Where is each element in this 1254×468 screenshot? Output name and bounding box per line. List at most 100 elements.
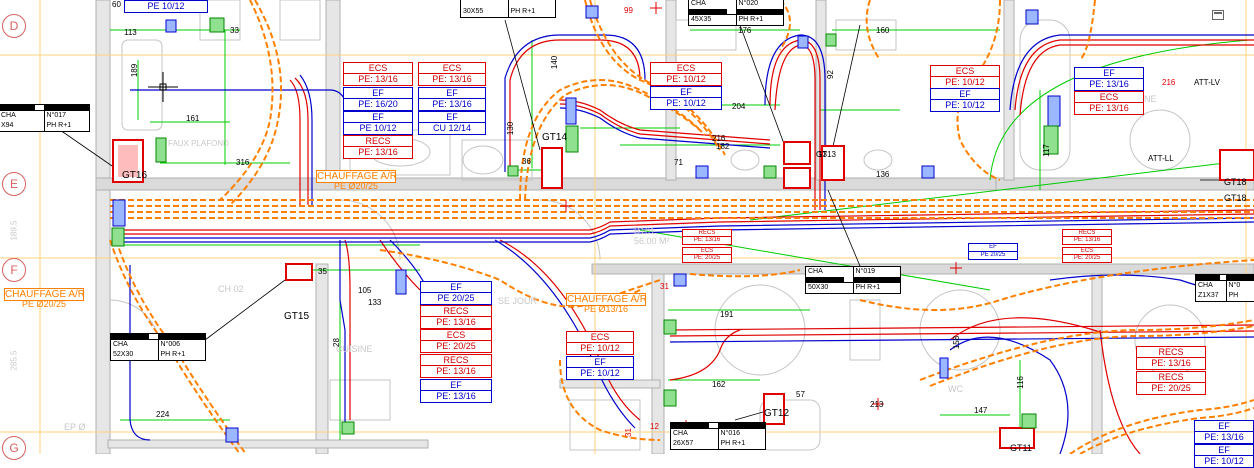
chauffage-sub-1: PE Ø20/25: [333, 181, 379, 191]
label-pe: PE 10/12: [343, 122, 413, 135]
gt12-label: GT12: [764, 408, 790, 419]
grid-bubble-d: D: [2, 14, 26, 38]
dim-label: 191: [720, 310, 734, 319]
att-lv: ATT-LV: [1194, 78, 1220, 87]
label-cu: CU 12/14: [418, 122, 486, 135]
label-pe: PE: 13/16: [420, 390, 492, 403]
dim-label: 31: [660, 282, 669, 291]
dim-189: 189.5: [9, 220, 19, 241]
label-pe: PE: 13/16: [343, 73, 413, 86]
att-ll: ATT-LL: [1148, 154, 1174, 163]
label-pe: PE: 10/12: [650, 97, 722, 110]
gt11-label: GT11: [1010, 443, 1032, 453]
dim-label: 117: [1041, 144, 1051, 157]
room-wc: WC: [948, 384, 963, 394]
tag-pe: PE: 13/16: [682, 236, 732, 245]
label-pe: PE: 20/25: [1136, 382, 1206, 395]
tag-pe: PE 20/25: [968, 251, 1018, 260]
label-pe: PE: 13/16: [418, 98, 486, 111]
chauffage-pipes: [109, 0, 1254, 454]
dim-label: 92: [825, 70, 835, 79]
dim-label: 136: [876, 170, 890, 179]
room-b101: B101: [634, 226, 656, 236]
grid-bubble-e: E: [2, 172, 26, 196]
dim-label: 57: [796, 390, 805, 399]
dim-label: 99: [624, 6, 633, 15]
chauffage-label-3: CHAUFFAGE A/R: [566, 293, 648, 306]
label-pe: PE: 10/12: [566, 342, 634, 355]
label-pe: PE: 13/16: [1136, 357, 1206, 370]
dim-label: 33: [230, 26, 239, 35]
dim-label: 161: [186, 114, 200, 123]
crosshair-cursor-icon: [148, 72, 178, 102]
leader-lines: [59, 19, 1235, 421]
label-ef: EF: [343, 111, 413, 124]
tag-pe: PE: 20/25: [1062, 254, 1112, 263]
chauffage-sub-3: PE Ø13/16: [583, 304, 629, 314]
dim-label: 140: [550, 55, 560, 70]
green-blocks: [111, 17, 1059, 435]
label-pe: PE: 20/25: [420, 340, 492, 353]
label-pe: PE: 13/16: [1074, 78, 1144, 91]
chauffage-label-2: CHAUFFAGE A/R: [4, 288, 86, 301]
grid-bubble-f: F: [2, 258, 26, 282]
dim-label: 147: [974, 406, 988, 415]
dim-label: 12: [650, 422, 659, 431]
dim-label: 130: [506, 121, 516, 136]
floor-plan-canvas: [0, 0, 1254, 454]
dim-label: 31: [623, 428, 633, 437]
tag-pe: PE: 20/25: [682, 254, 732, 263]
label-pe: PE: 10/12: [650, 73, 722, 86]
gt15-label: GT15: [284, 311, 310, 322]
dim-285: 285.5: [9, 350, 19, 371]
dim-label: 213: [870, 400, 884, 409]
dim-label: 60: [112, 0, 121, 9]
dim-label: 158: [952, 335, 962, 350]
label-pe: PE: 13/16: [343, 146, 413, 159]
dim-label: 36: [522, 157, 531, 166]
label-pe: PE: 13/16: [420, 365, 492, 378]
dim-label: 189: [130, 63, 140, 78]
dim-label: 216: [1162, 78, 1176, 87]
label-ef: EF: [418, 111, 486, 124]
dim-label: 28: [331, 338, 341, 347]
dim-label: 316: [236, 158, 250, 167]
room-area: 56.00 M²: [634, 236, 670, 246]
gt18-label-b: GT18: [1224, 193, 1247, 203]
manifolds: [112, 5, 1061, 443]
label-pe: PE 20/25: [420, 292, 492, 305]
dim-label: 105: [358, 286, 372, 295]
label-pe1012-top: PE 10/12: [124, 0, 208, 13]
gt13-label: GT13: [816, 150, 837, 159]
gt-units: [112, 139, 1254, 449]
dim-label: 160: [876, 26, 890, 35]
dim-label: 204: [732, 102, 746, 111]
room-ch02: CH 02: [218, 284, 244, 294]
label-pe: PE: 13/16: [1074, 102, 1144, 115]
grid-bubble-g: G: [2, 436, 26, 460]
viewport-menu-icon[interactable]: [1212, 10, 1224, 20]
dim-label: 71: [674, 158, 683, 167]
dim-label: 13: [818, 150, 827, 159]
room-sejour: SE JOUR: [498, 296, 538, 306]
dim-label: 133: [368, 298, 382, 307]
faux-plafond: FAUX PLAFOND: [168, 139, 229, 148]
dim-label: 216: [712, 134, 726, 143]
label-pe: PE: 10/12: [1194, 455, 1254, 468]
dim-label: 224: [156, 410, 170, 419]
dim-label: 116: [1015, 376, 1025, 389]
gt16-label: GT16: [122, 170, 148, 181]
room-cuisine-a: CUISINE: [336, 344, 373, 354]
label-pe: PE: 16/20: [343, 98, 413, 111]
dim-label: 182: [716, 142, 730, 151]
chauffage-sub-2: PE Ø20/25: [21, 299, 67, 309]
label-pe: PE: 13/16: [418, 73, 486, 86]
dim-label: 113: [124, 28, 137, 37]
tag-pe: PE: 13/16: [1062, 236, 1112, 245]
label-pe: PE: 13/16: [1194, 431, 1254, 444]
label-pe: PE: 13/16: [420, 316, 492, 329]
